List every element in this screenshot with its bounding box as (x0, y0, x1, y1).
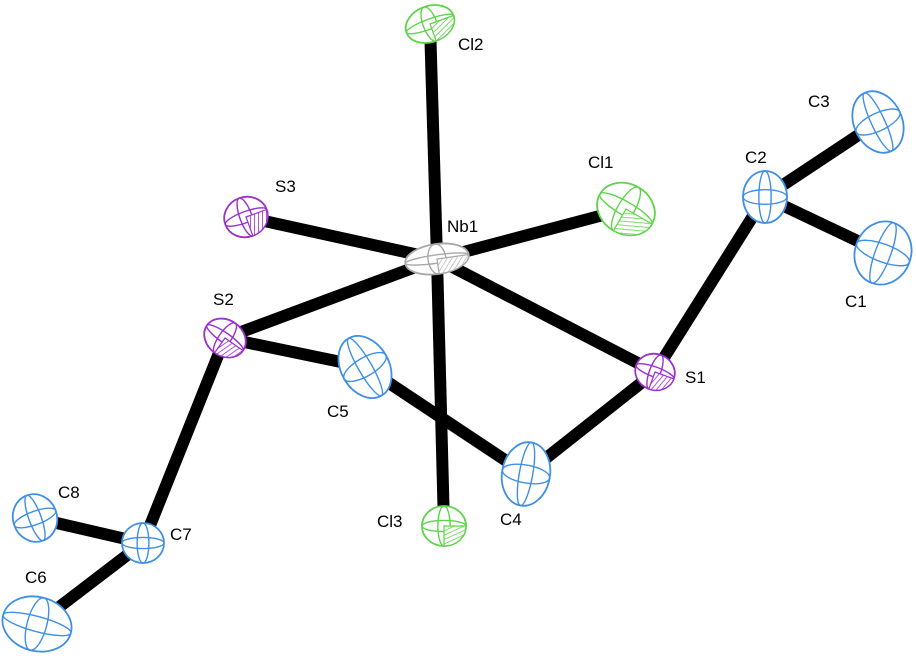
atom-c5 (337, 335, 393, 399)
atom-c1 (853, 220, 913, 286)
bond-nb1-s3 (240, 211, 443, 265)
bond-nb1-s2 (219, 253, 443, 344)
bond-nb1-cl3 (431, 253, 450, 532)
bond-s1-c2 (649, 191, 771, 378)
atom-label-cl1: Cl1 (588, 153, 614, 172)
atom-s2 (203, 317, 247, 359)
atom-label-c6: C6 (25, 568, 47, 587)
atom-label-cl3: Cl3 (377, 512, 403, 531)
atom-label-nb1: Nb1 (447, 217, 478, 236)
atom-label-s1: S1 (685, 368, 706, 387)
atom-label-s3: S3 (275, 177, 296, 196)
atom-label-c8: C8 (58, 483, 80, 502)
bond-s2-c7 (137, 332, 231, 549)
atom-label-c3: C3 (808, 92, 830, 111)
atom-label-c7: C7 (170, 525, 192, 544)
atom-s3 (223, 195, 269, 239)
bond-c4-c5 (359, 361, 532, 480)
atom-cl1 (596, 181, 656, 237)
atom-c3 (851, 90, 905, 154)
atom-cl2 (404, 4, 456, 44)
bond-nb1-s1 (431, 253, 661, 378)
atom-label-c1: C1 (845, 292, 867, 311)
atom-label-cl2: Cl2 (458, 35, 484, 54)
atom-s1 (634, 352, 676, 392)
atom-nb1 (404, 242, 470, 276)
atom-c6 (1, 595, 73, 653)
atom-label-s2: S2 (213, 290, 234, 309)
atom-label-c5: C5 (327, 402, 349, 421)
bond-nb1-cl1 (431, 203, 632, 265)
atom-c7 (121, 522, 165, 564)
bond-nb1-cl2 (424, 18, 443, 265)
atom-c2 (742, 170, 788, 224)
atom-label-c2: C2 (745, 148, 767, 167)
atom-c8 (11, 493, 59, 543)
atom-cl3 (421, 505, 467, 547)
atom-c4 (500, 441, 552, 507)
atom-label-c4: C4 (500, 510, 522, 529)
